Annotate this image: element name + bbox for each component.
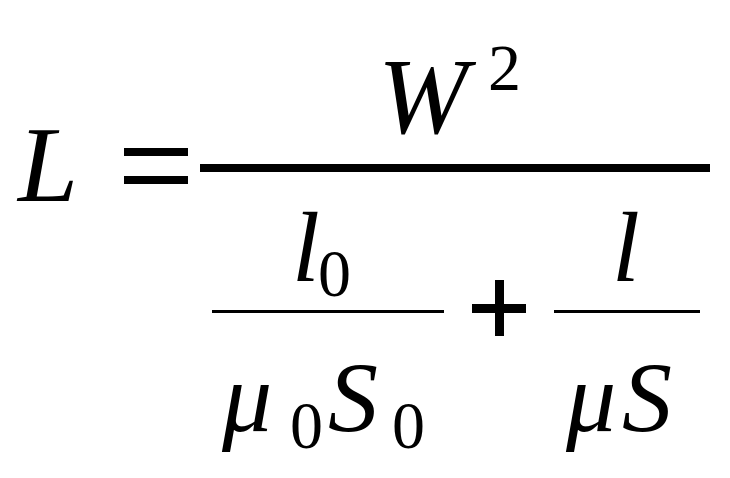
equals-bar-bottom [124, 176, 188, 184]
term1-numerator-sub: 0 [318, 238, 351, 311]
term2-denominator-mu: μ [566, 342, 617, 453]
term1-numerator-base: l [292, 192, 320, 303]
term1-denominator-mu-sub: 0 [290, 390, 323, 463]
main-fraction-line [200, 164, 710, 172]
term1-fraction-line [212, 310, 444, 313]
plus-bar-vertical [495, 280, 504, 336]
term2-fraction-line [554, 310, 700, 313]
numerator-exponent: 2 [488, 32, 521, 105]
term2-numerator: l [612, 192, 640, 303]
term1-denominator-mu: μ [222, 342, 273, 453]
lhs-symbol: L [18, 106, 79, 225]
equals-bar-top [124, 148, 188, 156]
term1-denominator-s-sub: 0 [392, 390, 425, 463]
term1-denominator-s: S [328, 342, 378, 453]
term2-denominator-s: S [622, 342, 672, 453]
numerator-base: W [378, 38, 468, 157]
